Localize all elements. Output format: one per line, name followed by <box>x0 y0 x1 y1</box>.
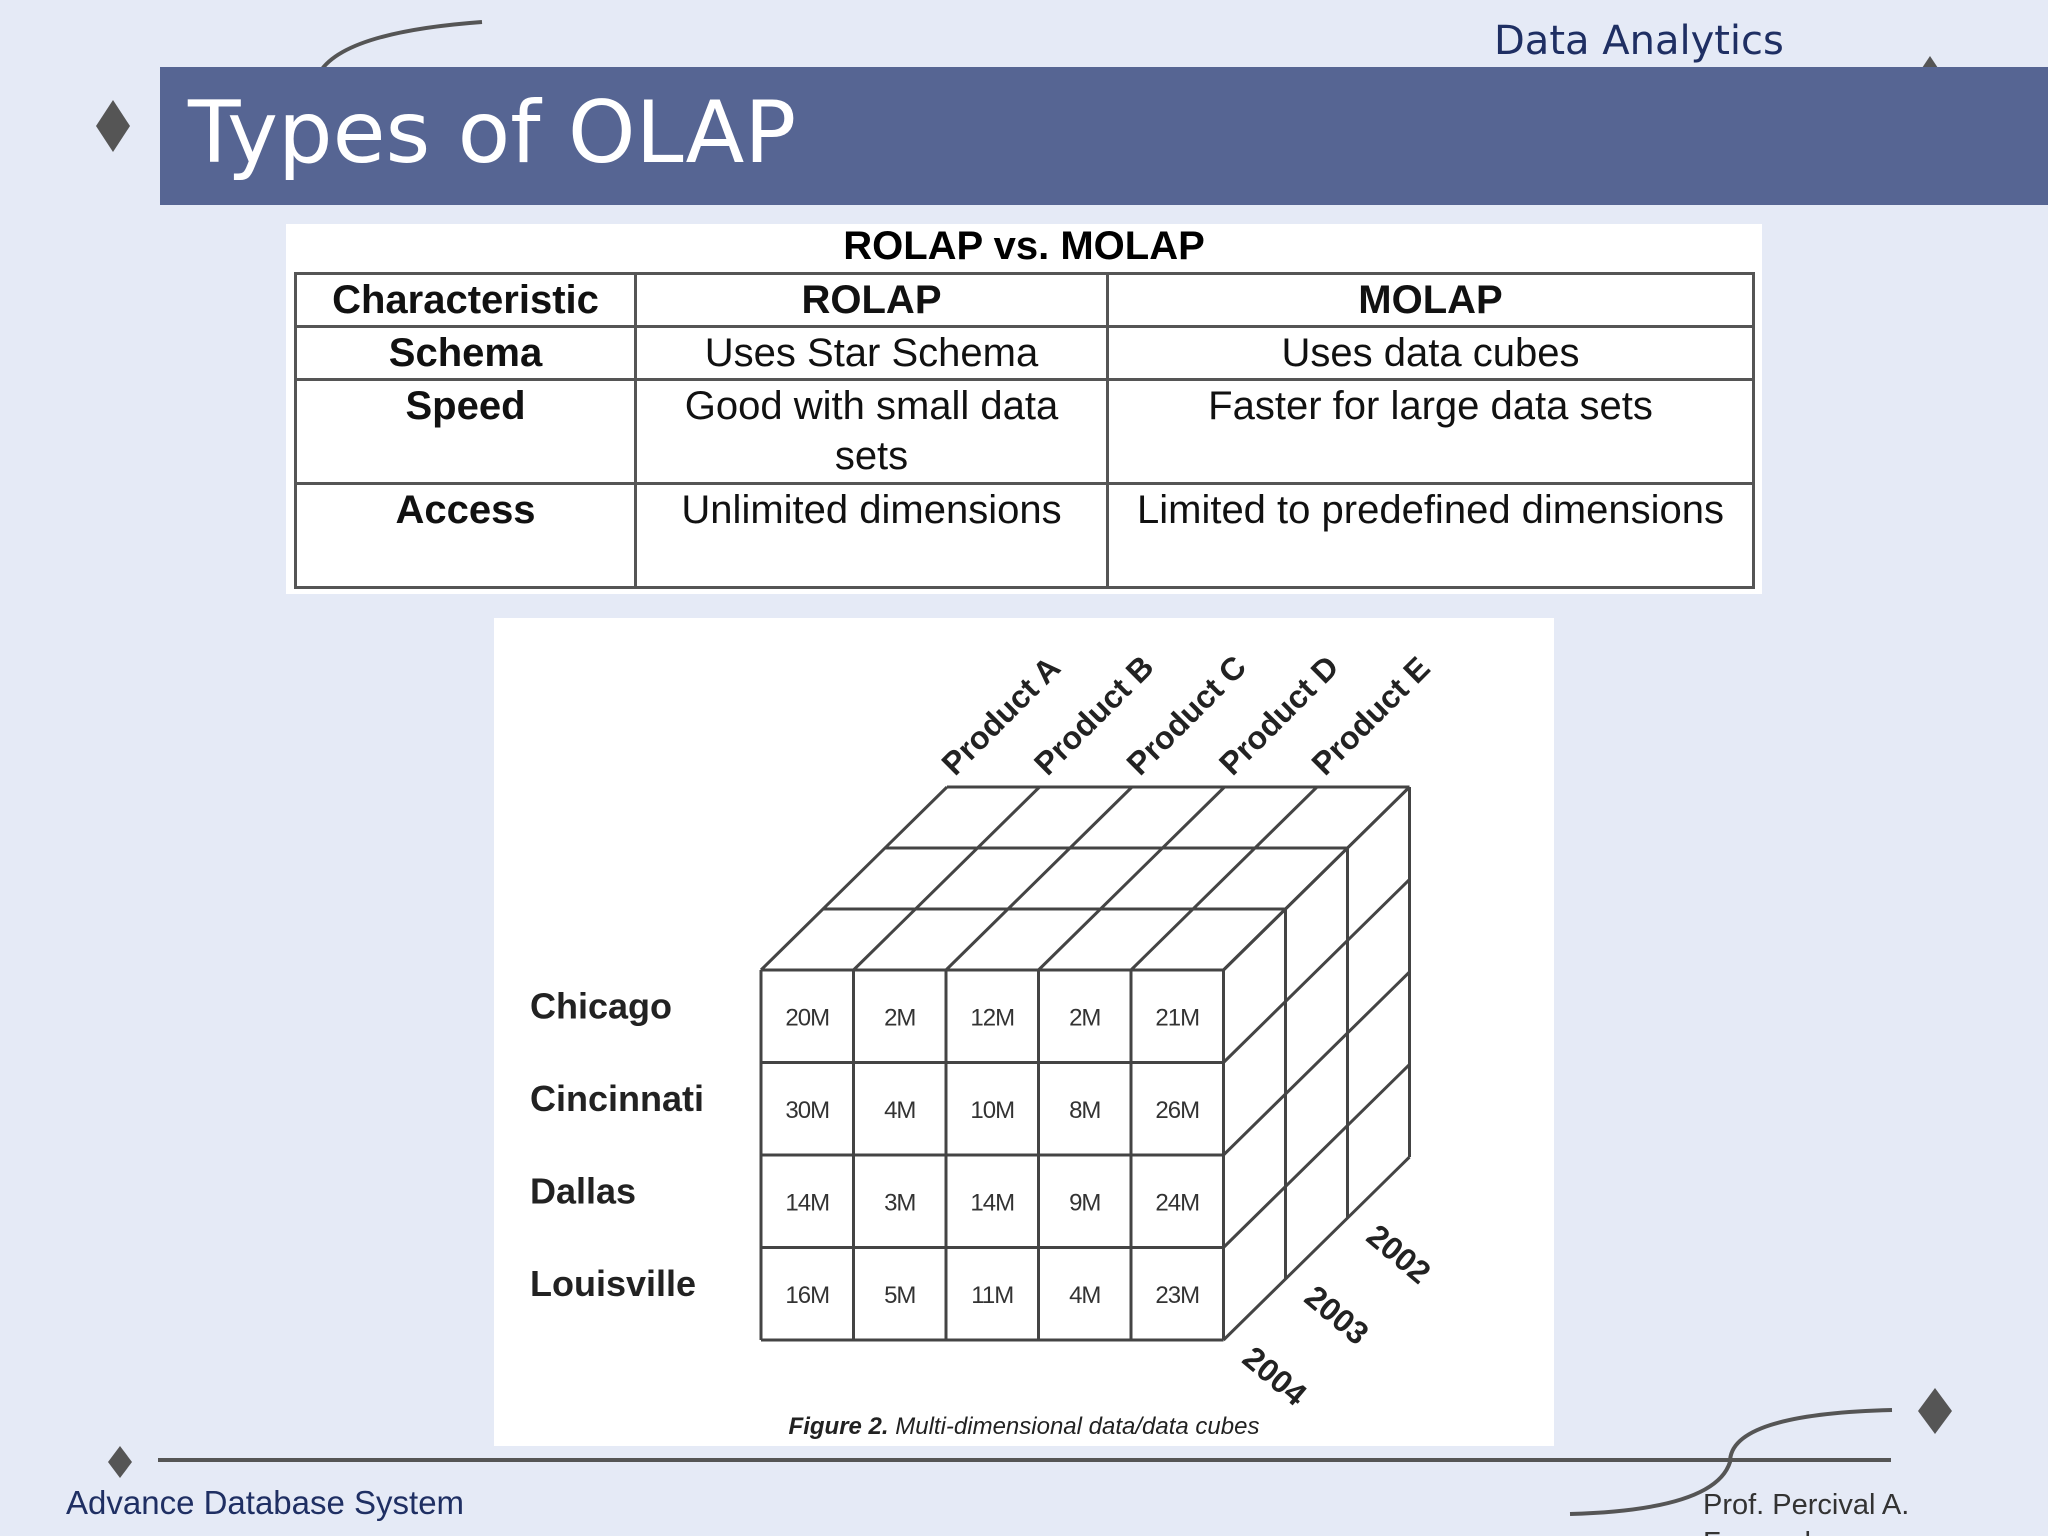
footer-divider <box>158 1458 1891 1462</box>
cube-cell-value: 2M <box>1069 1004 1100 1031</box>
cube-row-label: Dallas <box>530 1170 636 1211</box>
comparison-table-panel: ROLAP vs. MOLAP Characteristic ROLAP MOL… <box>286 224 1762 594</box>
cube-cell-value: 8M <box>1069 1097 1100 1124</box>
row-header: Schema <box>294 325 637 381</box>
cube-depth-label: 2004 <box>1236 1339 1314 1412</box>
cube-row-label: Louisville <box>530 1263 696 1304</box>
data-cube-figure: 20M 2M 12M 2M 21M 30M 4M 10M 8M 26M 14M 3M 14M 9M 24M 1… <box>494 618 1554 1446</box>
cube-top-grid-line <box>1037 785 1226 972</box>
column-header: Characteristic <box>294 272 637 328</box>
cube-row-label: Cincinnati <box>530 1078 704 1119</box>
cube-side-grid-line <box>1222 878 1411 1064</box>
table-row: Speed Good with small data sets Faster f… <box>294 378 1755 485</box>
footer-course-name: Advance Database System <box>66 1484 465 1521</box>
cube-side-grid-line <box>1222 785 1411 972</box>
cube-side-grid-line <box>1222 1155 1411 1342</box>
figure-caption-text: Multi-dimensional data/data cubes <box>889 1413 1260 1440</box>
cube-side-grid-line <box>1222 1063 1411 1249</box>
cube-side-grid-line <box>1222 970 1411 1157</box>
cube-row-label: Chicago <box>530 985 672 1026</box>
figure-caption-label: Figure 2. <box>789 1413 889 1440</box>
row-header: Access <box>294 482 637 589</box>
table-header-row: Characteristic ROLAP MOLAP <box>294 272 1755 328</box>
cube-cell-value: 11M <box>971 1282 1013 1309</box>
table-caption: ROLAP vs. MOLAP <box>843 224 1205 268</box>
column-header: MOLAP <box>1106 272 1755 328</box>
table-cell: Limited to predefined dimensions <box>1106 482 1755 589</box>
figure-caption: Figure 2. Multi-dimensional data/data cu… <box>789 1413 1260 1440</box>
cube-depth-label: 2002 <box>1360 1217 1438 1290</box>
cube-top-grid-line <box>1129 785 1319 972</box>
cube-cell-value: 4M <box>1069 1282 1100 1309</box>
footer-professor: Prof. Percival A. Fernandez <box>1703 1489 1910 1536</box>
cube-cell-value: 10M <box>970 1097 1014 1124</box>
cube-cell-value: 30M <box>785 1097 829 1124</box>
course-topic: Data Analytics <box>1494 18 1784 64</box>
diamond-icon-top-right <box>1922 56 1938 68</box>
table-cell: Good with small data sets <box>634 378 1109 485</box>
cube-depth-label: 2003 <box>1298 1278 1376 1351</box>
table-row: Schema Uses Star Schema Uses data cubes <box>294 325 1755 381</box>
cube-cell-value: 21M <box>1155 1004 1199 1031</box>
cube-top-grid-line <box>852 785 1041 972</box>
comparison-table: Characteristic ROLAP MOLAP Schema Uses S… <box>294 272 1755 589</box>
title-bar <box>160 67 2048 205</box>
cube-cell-value: 16M <box>785 1282 829 1309</box>
cube-cell-value: 3M <box>884 1189 915 1216</box>
cube-top-grid-line <box>944 785 1134 972</box>
cube-cell-value: 24M <box>1155 1189 1199 1216</box>
cube-cell-value: 5M <box>884 1282 915 1309</box>
table-cell: Unlimited dimensions <box>634 482 1109 589</box>
cube-cell-value: 4M <box>884 1097 915 1124</box>
table-cell: Faster for large data sets <box>1106 378 1755 485</box>
cube-cell-value: 9M <box>1069 1189 1100 1216</box>
diamond-icon-footer-right <box>1918 1388 1952 1434</box>
cube-cell-value: 26M <box>1155 1097 1199 1124</box>
cube-cell-value: 23M <box>1155 1282 1199 1309</box>
column-header: ROLAP <box>634 272 1109 328</box>
cube-cell-value: 14M <box>785 1189 829 1216</box>
cube-cell-value: 14M <box>970 1189 1014 1216</box>
row-header: Speed <box>294 378 637 485</box>
table-row: Access Unlimited dimensions Limited to p… <box>294 482 1755 589</box>
table-cell: Uses Star Schema <box>634 325 1109 381</box>
diamond-icon-footer-left <box>108 1446 132 1478</box>
cube-cell-value: 12M <box>970 1004 1014 1031</box>
cube-cell-value: 20M <box>785 1004 829 1031</box>
slide-title: Types of OLAP <box>188 83 797 183</box>
table-cell: Uses data cubes <box>1106 325 1755 381</box>
cube-top-grid-line <box>759 785 949 972</box>
data-cube-diagram: 20M 2M 12M 2M 21M 30M 4M 10M 8M 26M 14M 3M 14M 9M 24M 1… <box>530 648 1438 1440</box>
diamond-icon-left <box>96 100 130 152</box>
decorative-curve-bottom <box>1569 1408 1893 1516</box>
decorative-curve-top <box>318 20 483 74</box>
cube-cell-value: 2M <box>884 1004 915 1031</box>
